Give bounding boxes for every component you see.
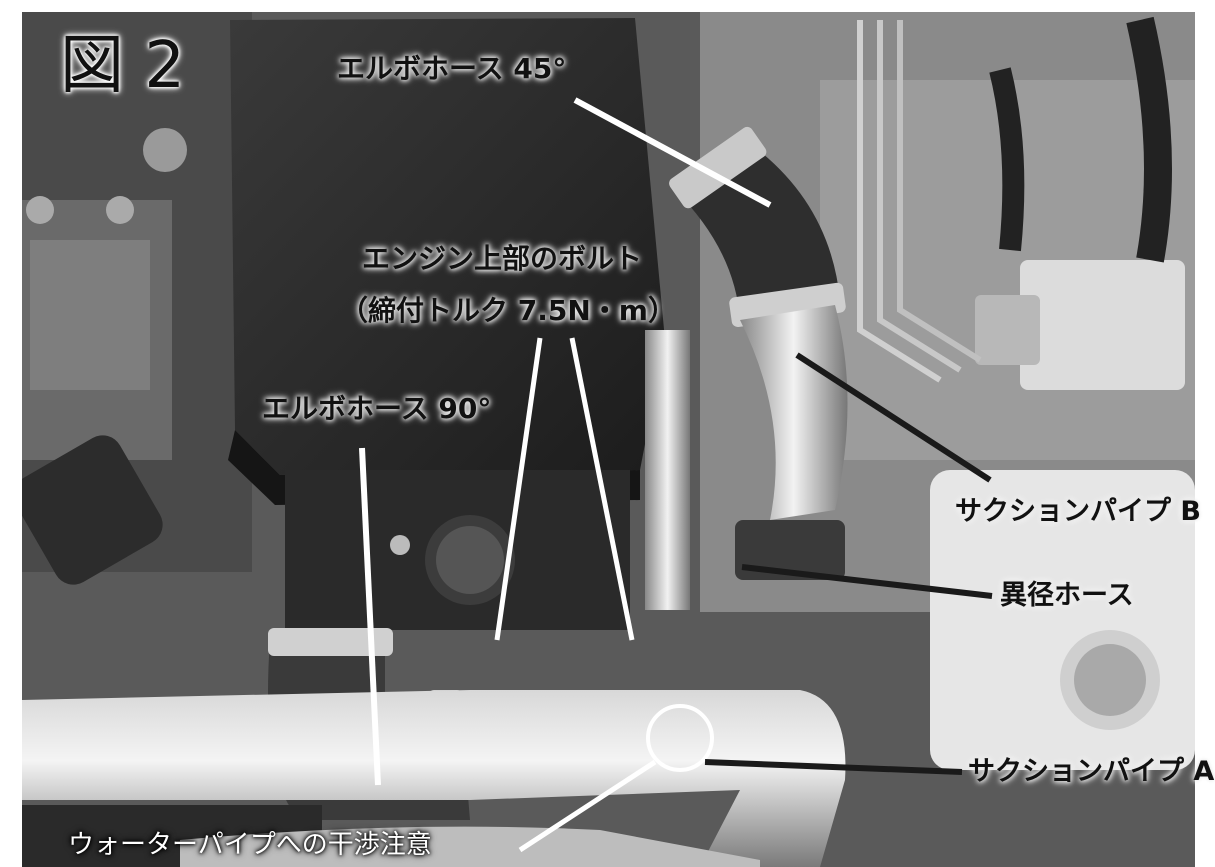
- leader-elbow45: [573, 97, 772, 208]
- leader-reducer: [741, 564, 993, 599]
- suction-pipe-b: [740, 305, 848, 520]
- label-suction-pipe-b: サクションパイプ B: [955, 496, 1201, 527]
- leader-suction-b: [795, 352, 992, 483]
- label-suction-pipe-a: サクションパイプ A: [968, 756, 1215, 787]
- label-reducer-hose: 異径ホース: [1000, 580, 1134, 611]
- air-cleaner-box: [230, 18, 665, 475]
- suction-pipe-a: [22, 690, 846, 867]
- leader-warning: [518, 759, 657, 853]
- leader-elbow90: [359, 447, 381, 786]
- label-elbow-hose-45: エルボホース 45°: [337, 52, 567, 85]
- leader-bolt-2: [569, 337, 635, 641]
- leader-suction-a: [704, 759, 963, 775]
- label-engine-bolt-line2: （締付トルク 7.5N・m）: [340, 294, 676, 327]
- reducer-hose: [735, 520, 845, 580]
- leader-bolt-1: [494, 337, 543, 641]
- interference-circle: [646, 704, 714, 772]
- label-water-pipe-warning: ウォーターパイプへの干渉注意: [68, 830, 432, 860]
- figure-title: 図 2: [60, 29, 186, 103]
- label-engine-bolt-line1: エンジン上部のボルト: [362, 242, 643, 275]
- label-elbow-hose-90: エルボホース 90°: [262, 392, 492, 425]
